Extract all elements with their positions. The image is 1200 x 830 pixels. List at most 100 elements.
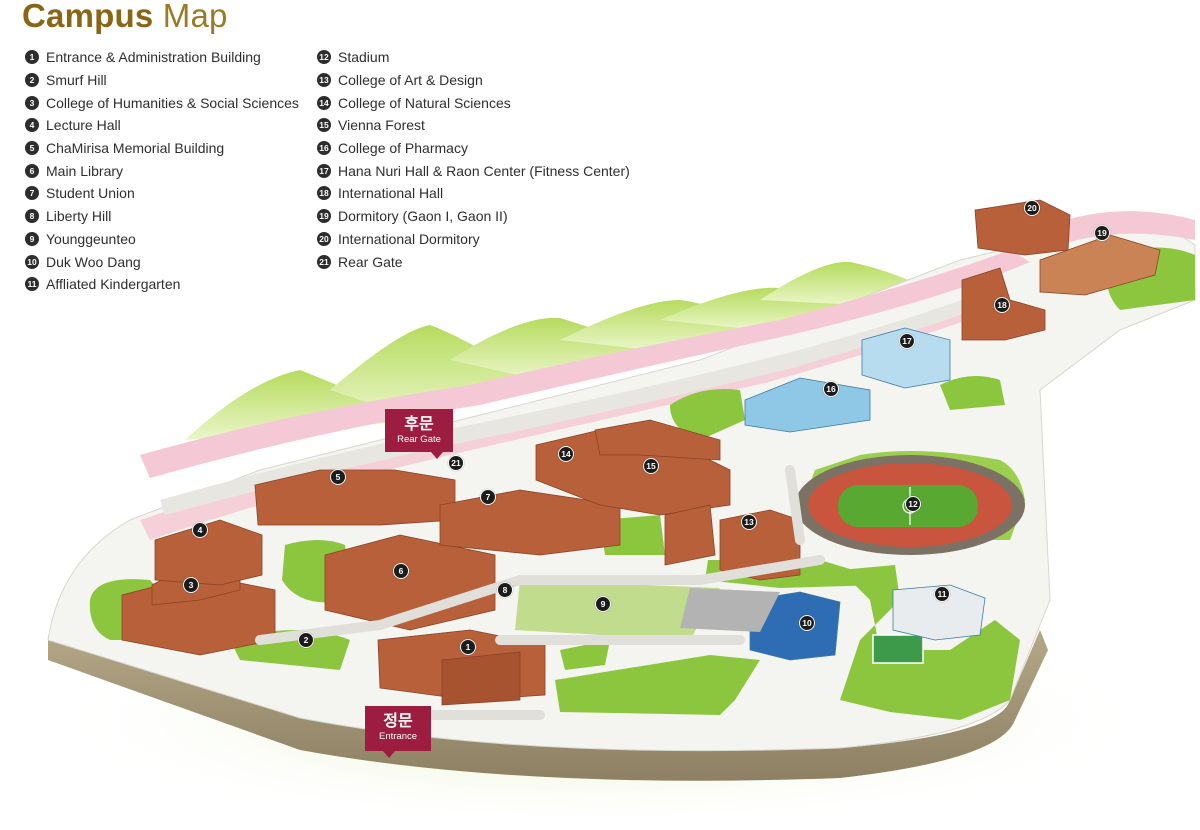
legend-item: 2 Smurf Hill — [25, 69, 299, 92]
legend-label: Rear Gate — [338, 253, 403, 270]
marker-15[interactable]: 15 — [643, 458, 659, 474]
buildings — [121, 199, 1161, 706]
marker-19[interactable]: 19 — [1094, 225, 1110, 241]
marker-21[interactable]: 21 — [448, 455, 464, 471]
legend-number: 5 — [25, 141, 39, 156]
rear-gate-english: Rear Gate — [397, 434, 441, 445]
marker-3[interactable]: 3 — [183, 577, 199, 593]
legend-label: Younggeunteo — [46, 230, 136, 247]
entrance-sign[interactable]: 정문 Entrance — [365, 706, 431, 758]
legend-label: Liberty Hill — [46, 208, 112, 225]
marker-18[interactable]: 18 — [994, 297, 1010, 313]
marker-13[interactable]: 13 — [741, 514, 757, 530]
legend-label: College of Humanities & Social Sciences — [46, 94, 299, 111]
entrance-english: Entrance — [378, 731, 418, 742]
legend-label: Hana Nuri Hall & Raon Center (Fitness Ce… — [338, 162, 630, 179]
legend-left: 1 Entrance & Administration Building 2 Smu… — [25, 46, 299, 296]
marker-4[interactable]: 4 — [192, 522, 208, 538]
legend-number: 14 — [317, 95, 331, 110]
sports-court — [872, 634, 924, 664]
legend-number: 7 — [25, 186, 39, 201]
page-title: Campus Map — [22, 0, 228, 36]
legend-label: Entrance & Administration Building — [46, 49, 261, 66]
legend-item: 21 Rear Gate — [317, 250, 630, 273]
legend-label: Duk Woo Dang — [46, 253, 141, 270]
marker-7[interactable]: 7 — [480, 489, 496, 505]
legend-number: 8 — [25, 209, 39, 224]
title-bold: Campus — [22, 0, 154, 34]
marker-17[interactable]: 17 — [899, 333, 915, 349]
legend-number: 1 — [25, 50, 39, 65]
rear-gate-korean: 후문 — [404, 414, 434, 433]
legend-item: 10 Duk Woo Dang — [25, 250, 299, 273]
legend-number: 6 — [25, 163, 39, 178]
legend-item: 16 College of Pharmacy — [317, 137, 630, 160]
legend-item: 5 ChaMirisa Memorial Building — [25, 137, 299, 160]
marker-8[interactable]: 8 — [497, 582, 513, 598]
marker-9[interactable]: 9 — [595, 596, 611, 612]
legend-number: 2 — [25, 73, 39, 88]
base-soil — [48, 630, 1048, 781]
legend-label: Student Union — [46, 185, 135, 202]
rear-gate-sign[interactable]: 후문 Rear Gate — [385, 409, 453, 459]
legend-number: 3 — [25, 95, 39, 110]
legend-number: 17 — [317, 163, 331, 178]
legend-number: 9 — [25, 231, 39, 246]
legend-number: 4 — [25, 118, 39, 133]
glass-buildings — [744, 327, 986, 661]
legend-label: International Hall — [338, 185, 444, 202]
legend-number: 15 — [317, 118, 331, 133]
marker-20[interactable]: 20 — [1024, 200, 1040, 216]
legend-label: International Dormitory — [338, 230, 480, 247]
legend-item: 20 International Dormitory — [317, 228, 630, 251]
title-light: Map — [162, 0, 228, 34]
legend-label: Main Library — [46, 162, 124, 179]
parking-lot — [680, 588, 780, 632]
marker-5[interactable]: 5 — [330, 469, 346, 485]
marker-11[interactable]: 11 — [934, 586, 950, 602]
legend-number: 13 — [317, 73, 331, 88]
back-road — [160, 285, 1005, 515]
marker-12[interactable]: 12 — [905, 496, 921, 512]
legend-number: 20 — [317, 231, 331, 246]
marker-10[interactable]: 10 — [799, 615, 815, 631]
legend-label: Affliated Kindergarten — [46, 276, 181, 293]
legend-number: 16 — [317, 141, 331, 156]
marker-1[interactable]: 1 — [460, 639, 476, 655]
legend-label: Stadium — [338, 49, 390, 66]
marker-6[interactable]: 6 — [393, 563, 409, 579]
legend-item: 4 Lecture Hall — [25, 114, 299, 137]
legend-item: 9 Younggeunteo — [25, 228, 299, 251]
legend-label: College of Natural Sciences — [338, 94, 511, 111]
marker-16[interactable]: 16 — [823, 381, 839, 397]
entrance-korean: 정문 — [383, 711, 413, 730]
legend-number: 10 — [25, 254, 39, 269]
marker-14[interactable]: 14 — [558, 446, 574, 462]
legend-label: Lecture Hall — [46, 117, 121, 134]
legend-label: College of Pharmacy — [338, 140, 468, 157]
legend-item: 6 Main Library — [25, 159, 299, 182]
legend-item: 18 International Hall — [317, 182, 630, 205]
legend-item: 19 Dormitory (Gaon I, Gaon II) — [317, 205, 630, 228]
legend-item: 15 Vienna Forest — [317, 114, 630, 137]
legend-item: 17 Hana Nuri Hall & Raon Center (Fitness … — [317, 159, 630, 182]
legend-item: 14 College of Natural Sciences — [317, 91, 630, 114]
legend-number: 19 — [317, 209, 331, 224]
legend-label: ChaMirisa Memorial Building — [46, 140, 225, 157]
marker-2[interactable]: 2 — [298, 632, 314, 648]
legend-number: 21 — [317, 254, 331, 269]
legend-item: 12 Stadium — [317, 46, 630, 69]
legend-label: Smurf Hill — [46, 72, 107, 89]
legend-label: Vienna Forest — [338, 117, 425, 134]
legend-label: Dormitory (Gaon I, Gaon II) — [338, 208, 508, 225]
legend-number: 12 — [317, 50, 331, 65]
legend-item: 1 Entrance & Administration Building — [25, 46, 299, 69]
legend-item: 7 Student Union — [25, 182, 299, 205]
legend-number: 18 — [317, 186, 331, 201]
legend-item: 8 Liberty Hill — [25, 205, 299, 228]
legend-item: 3 College of Humanities & Social Sciences — [25, 91, 299, 114]
